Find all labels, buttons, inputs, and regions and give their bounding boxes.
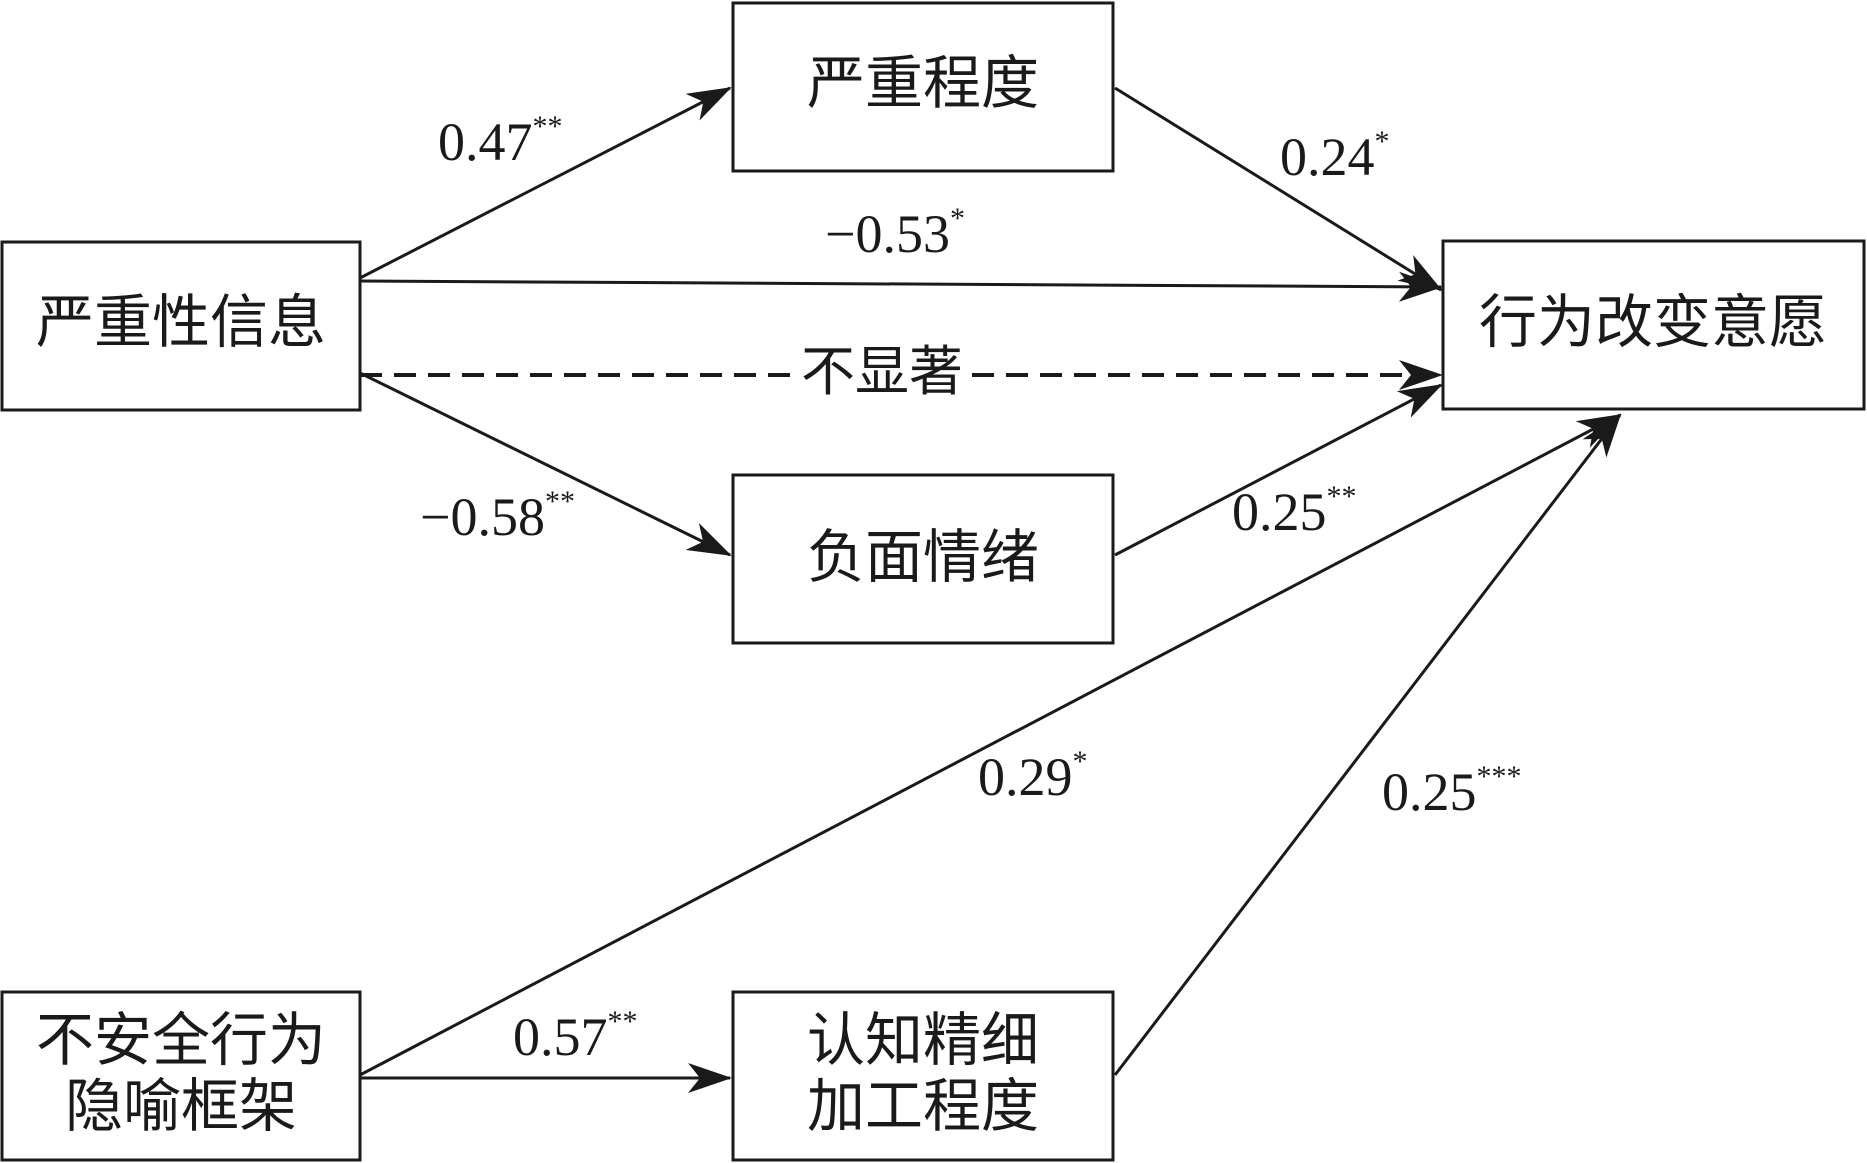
coef-sig: ** — [533, 110, 563, 143]
coef-sig: ** — [1327, 480, 1357, 513]
node-unsafe-metaphor-line2: 隐喻框架 — [65, 1072, 297, 1140]
node-severity-level: 严重程度 — [731, 1, 1115, 173]
dashed-label-backdrop — [792, 342, 972, 398]
coef-info-to-severity: 0.47** — [438, 110, 563, 172]
coef-metaphor-to-cognitive: 0.57** — [513, 1005, 638, 1067]
coef-value: 0.47 — [438, 112, 533, 172]
label-not-significant: 不显著 — [801, 340, 963, 403]
coef-info-to-behavior-direct: −0.53* — [825, 202, 965, 264]
node-unsafe-metaphor-line1: 不安全行为 — [36, 1006, 326, 1074]
coef-sig: * — [1375, 125, 1390, 158]
edge-cognitive-to-behavior — [1113, 413, 1622, 1076]
node-cognitive-elaboration-line1: 认知精细 — [807, 1006, 1039, 1074]
coef-emotion-to-behavior: 0.25** — [1232, 480, 1357, 542]
coef-sig: ** — [545, 485, 575, 518]
coef-severity-to-behavior: 0.24* — [1280, 125, 1390, 187]
node-cognitive-elaboration-line2: 加工程度 — [807, 1072, 1039, 1140]
coef-value: 0.25 — [1382, 762, 1477, 822]
edge-emotion-to-behavior — [1114, 383, 1443, 557]
coef-value: 0.24 — [1280, 127, 1375, 187]
node-severity-level-label: 严重程度 — [807, 49, 1039, 117]
node-unsafe-metaphor: 不安全行为 隐喻框架 — [0, 990, 362, 1162]
edge-info-to-behavior-direct — [359, 271, 1443, 302]
edge-severity-to-behavior — [1114, 86, 1443, 292]
edge-info-to-emotion — [359, 371, 732, 557]
coef-value: 0.25 — [1232, 482, 1327, 542]
coef-value: 0.57 — [513, 1007, 608, 1067]
coef-sig: * — [1073, 745, 1088, 778]
edge-info-to-severity — [359, 86, 732, 280]
coef-value: −0.53 — [825, 204, 950, 264]
coef-metaphor-to-behavior: 0.29* — [978, 745, 1088, 807]
coef-sig: ** — [608, 1005, 638, 1038]
node-negative-emotion: 负面情绪 — [731, 473, 1115, 645]
node-behavior-change-label: 行为改变意愿 — [1479, 288, 1827, 356]
node-cognitive-elaboration: 认知精细 加工程度 — [731, 990, 1115, 1162]
coef-value: 0.29 — [978, 747, 1073, 807]
coef-info-to-emotion: −0.58** — [420, 485, 575, 547]
edge-metaphor-to-behavior — [359, 413, 1622, 1077]
coef-cognitive-to-behavior: 0.25*** — [1382, 760, 1522, 822]
node-severity-info-label: 严重性信息 — [36, 288, 326, 356]
coef-sig: *** — [1477, 760, 1522, 793]
coef-value: −0.58 — [420, 487, 545, 547]
node-severity-info: 严重性信息 — [0, 240, 362, 412]
node-negative-emotion-label: 负面情绪 — [807, 523, 1039, 591]
node-behavior-change: 行为改变意愿 — [1441, 239, 1866, 411]
coef-sig: * — [950, 202, 965, 235]
